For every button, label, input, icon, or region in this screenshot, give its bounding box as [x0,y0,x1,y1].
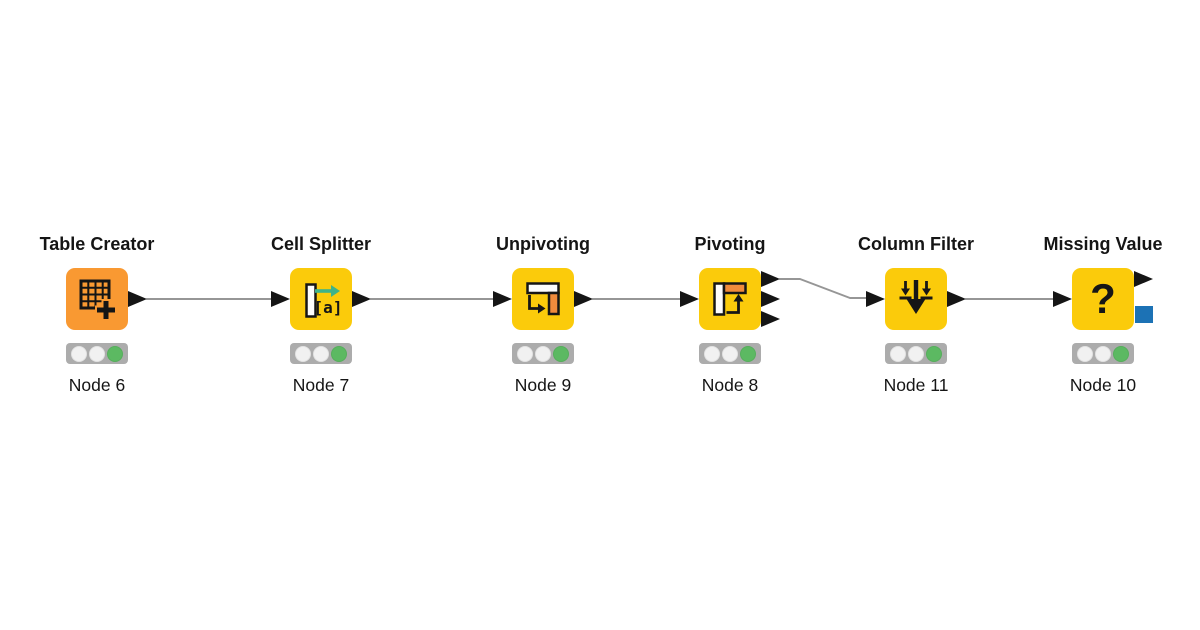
output-port[interactable] [352,291,371,307]
node-title: Table Creator [39,234,155,254]
output-port[interactable] [947,291,966,307]
node-unpivoting: Unpivoting Node 9 [443,234,643,400]
status-light-red [1077,345,1093,362]
status-light-red [704,345,720,362]
node-body-column-filter[interactable] [885,268,947,330]
status-light-green [1113,345,1129,362]
node-title: Pivoting [694,234,766,254]
status-light-yellow [89,345,105,362]
traffic-light [1072,343,1134,364]
traffic-light [885,343,947,364]
node-name-label: Node 11 [883,375,949,395]
node-title: Column Filter [858,234,974,254]
node-column-filter: Column Filter Node 11 [816,234,1016,400]
output-port-2[interactable] [761,291,780,307]
status-light-green [553,345,569,362]
node-name-label: Node 6 [68,375,126,395]
traffic-light [512,343,574,364]
input-port[interactable] [1053,291,1072,307]
table-plus-icon [79,279,117,321]
output-port-pmml[interactable] [1135,306,1153,323]
node-title: Unpivoting [496,234,590,254]
node-body-unpivoting[interactable] [512,268,574,330]
node-title: Cell Splitter [270,234,372,254]
output-port-data[interactable] [1134,271,1153,287]
pivoting-icon [713,282,747,316]
node-cell-splitter: Cell Splitter [a] Node 7 [221,234,421,400]
node-missing-value: Missing Value ? Node 10 [1003,234,1200,400]
node-pivoting: Pivoting Node 8 [630,234,830,400]
traffic-light [290,343,352,364]
status-light-green [107,345,123,362]
node-name-label: Node 10 [1069,375,1137,395]
node-body-table-creator[interactable] [66,268,128,330]
node-body-pivoting[interactable] [699,268,761,330]
status-light-red [71,345,87,362]
input-port[interactable] [866,291,885,307]
input-port[interactable] [271,291,290,307]
traffic-light [66,343,128,364]
input-port[interactable] [493,291,512,307]
output-port-3[interactable] [761,311,780,327]
svg-text:[a]: [a] [314,298,343,317]
node-name-label: Node 8 [701,375,759,395]
status-light-yellow [535,345,551,362]
status-light-yellow [722,345,738,362]
svg-text:?: ? [1090,275,1116,322]
status-light-green [740,345,756,362]
node-name-label: Node 7 [292,375,350,395]
status-light-green [926,345,942,362]
traffic-light [699,343,761,364]
question-mark-icon: ? [1090,275,1116,322]
status-light-yellow [1095,345,1111,362]
output-port[interactable] [128,291,147,307]
status-light-red [517,345,533,362]
output-port[interactable] [574,291,593,307]
input-port[interactable] [680,291,699,307]
node-body-cell-splitter[interactable]: [a] [290,268,352,330]
connection-node8-node11[interactable] [779,278,867,299]
column-filter-icon [899,280,933,314]
status-light-green [331,345,347,362]
node-table-creator: Table Creator Node 6 [0,234,197,400]
cell-splitter-icon: [a] [305,283,343,318]
node-title: Missing Value [1043,234,1163,254]
unpivoting-icon [526,282,560,316]
node-name-label: Node 9 [514,375,572,395]
output-port-1[interactable] [761,271,780,287]
status-light-yellow [313,345,329,362]
node-body-missing-value[interactable]: ? [1072,268,1134,330]
status-light-red [295,345,311,362]
status-light-red [890,345,906,362]
status-light-yellow [908,345,924,362]
